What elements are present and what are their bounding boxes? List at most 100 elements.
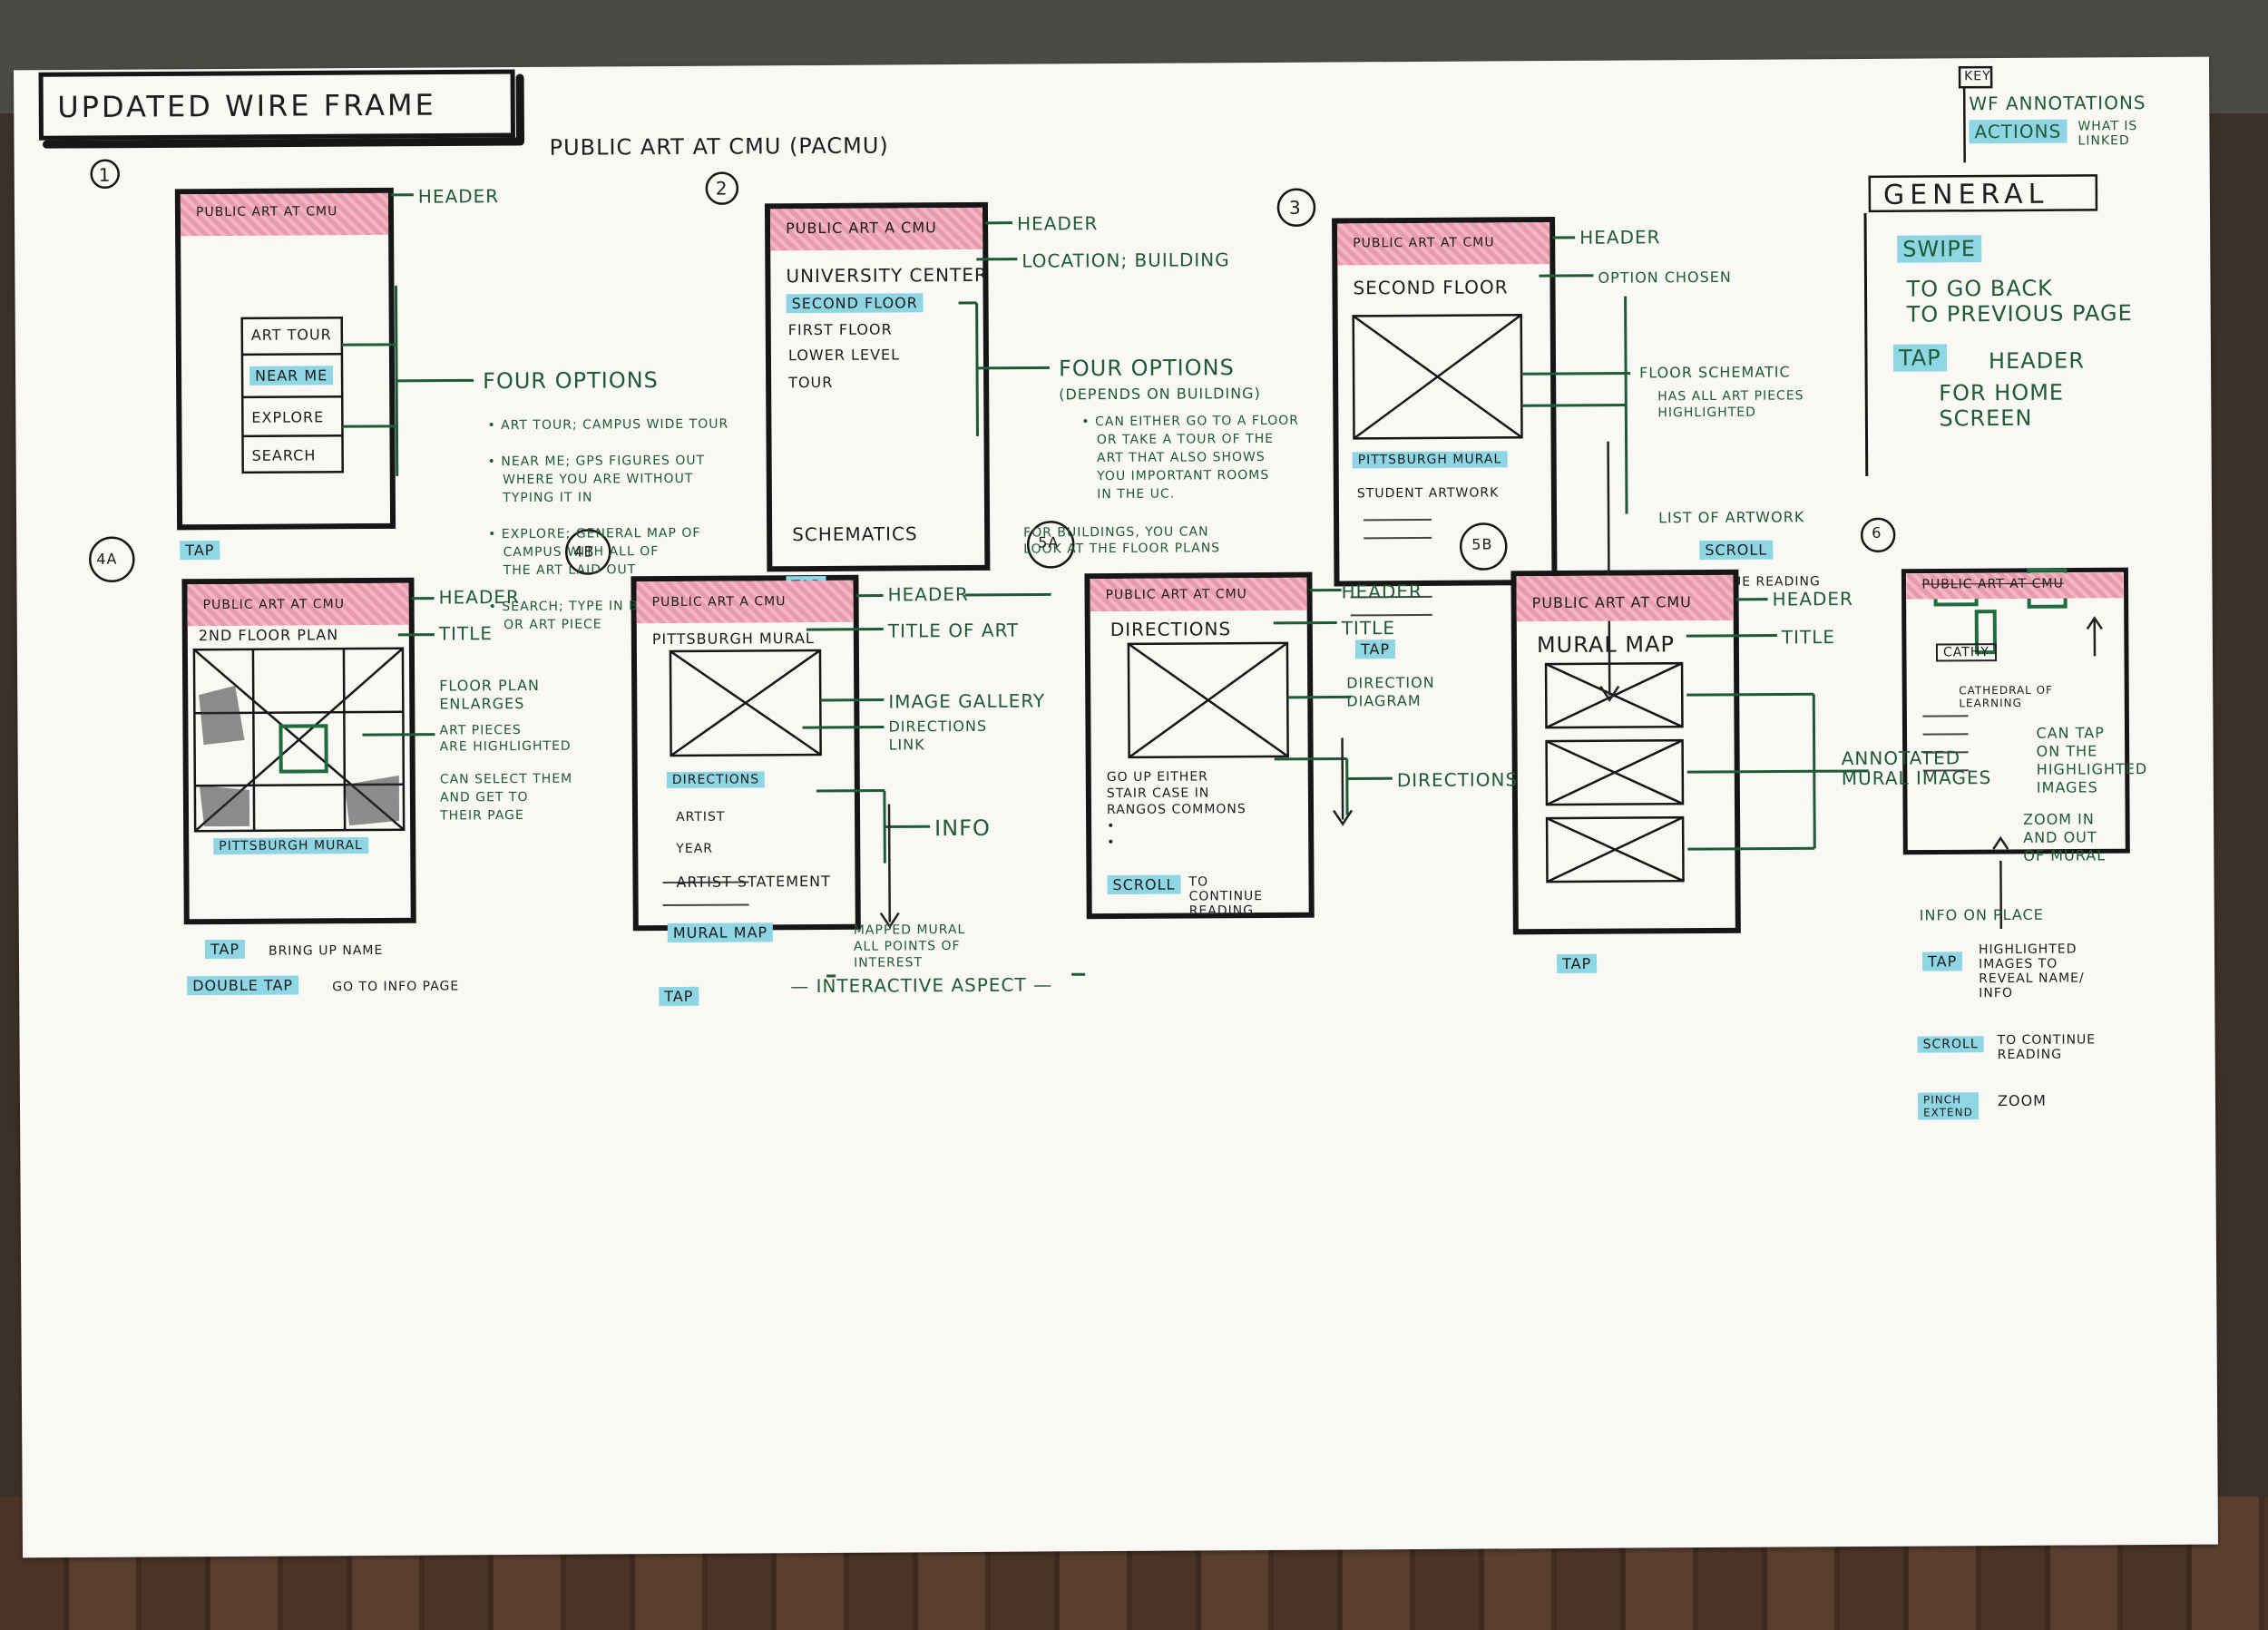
screen-3-schematic-note: FLOOR SCHEMATIC [1639, 363, 1791, 382]
screen-4b-directions-link[interactable]: DIRECTIONS [666, 771, 766, 789]
screen-3-mural-item[interactable]: PITTSBURGH MURAL [1352, 451, 1508, 469]
general-tap-desc2: FOR HOME SCREEN [1939, 379, 2065, 432]
screen-4a-title: 2ND FLOOR PLAN [198, 626, 339, 645]
screen-4b-interactive-note: — INTERACTIVE ASPECT — [790, 973, 1053, 998]
screen-6-pinch-desc: ZOOM [1997, 1091, 2048, 1110]
poster-subtitle: PUBLIC ART AT CMU (PACMU) [549, 132, 889, 161]
screen-3-student-item[interactable]: STUDENT ARTWORK [1356, 485, 1500, 502]
screen-1-option-near-me[interactable]: NEAR ME [249, 366, 334, 386]
key-annotations: WF ANNOTATIONS [1969, 92, 2146, 115]
screen-6-tap-desc: HIGHLIGHTED IMAGES TO REVEAL NAME/ INFO [1978, 942, 2085, 1001]
screen-4b-gallery-note: IMAGE GALLERY [888, 689, 1046, 713]
screen-1-header-note: HEADER [417, 185, 500, 208]
screen-4a-double-tap: DOUBLE TAP [187, 975, 299, 996]
screen-4a-header-note: HEADER [438, 586, 520, 609]
screen-6-info-note: INFO ON PLACE [1919, 905, 2044, 924]
poster-title: UPDATED WIRE FRAME [57, 87, 436, 125]
screen-5a-title: DIRECTIONS [1110, 618, 1232, 641]
screen-2-item-second-floor[interactable]: SECOND FLOOR [786, 293, 924, 314]
screen-3-action: TAP [1354, 639, 1396, 659]
screen-5a-scroll-desc: TO CONTINUE READING [1188, 874, 1264, 919]
screen-4b-info-note: INFO [934, 815, 991, 842]
general-swipe-desc: TO GO BACK TO PREVIOUS PAGE [1906, 275, 2133, 327]
screen-5b-title-note: TITLE [1781, 626, 1836, 649]
screen-5b-title: MURAL MAP [1536, 631, 1675, 659]
screen-5a-header-note: HEADER [1341, 580, 1422, 603]
general-tap-desc: HEADER [1988, 347, 2086, 375]
sketch-lines [38, 65, 2130, 978]
screen-3-scroll: SCROLL [1699, 540, 1774, 561]
screen-5a-steps: GO UP EITHER STAIR CASE IN RANGOS COMMON… [1106, 769, 1246, 851]
screen-4a-title-note: TITLE [438, 622, 494, 645]
screen-4b-map-note: MAPPED MURAL ALL POINTS OF INTEREST [853, 922, 966, 971]
screen-2-number: 2 [715, 177, 728, 200]
screen-6-header: PUBLIC ART AT CMU [1921, 576, 2064, 592]
screen-4a-mural-label[interactable]: PITTSBURGH MURAL [213, 837, 368, 855]
screen-6-cathedral-label: CATHEDRAL OF LEARNING [1959, 683, 2054, 710]
screen-4a-plan-note: FLOOR PLAN ENLARGES [439, 676, 541, 713]
screen-5a-directions-note: DIRECTIONS [1396, 768, 1519, 792]
screen-5b-header: PUBLIC ART AT CMU [1531, 593, 1692, 612]
screen-2-header: PUBLIC ART A CMU [786, 219, 937, 238]
screen-2-item-tour[interactable]: TOUR [788, 373, 834, 392]
screen-6-pinch: PINCH EXTEND [1917, 1092, 1979, 1120]
screen-1-option-art-tour[interactable]: ART TOUR [250, 326, 332, 344]
screen-4b-number: 4B [573, 542, 595, 561]
screen-2-options-detail: • CAN EITHER GO TO A FLOOR OR TAKE A TOU… [1081, 413, 1300, 503]
screen-3-number: 3 [1288, 196, 1302, 219]
screen-6-name-tag[interactable]: CATHY [1935, 643, 1997, 662]
screen-2-options-sub: (DEPENDS ON BUILDING) [1059, 385, 1261, 404]
screen-6-tap-note: CAN TAP ON THE HIGHLIGHTED IMAGES [2036, 724, 2148, 796]
screen-4a-art-note: ART PIECES ARE HIGHLIGHTED [439, 723, 572, 755]
screen-2-item-first-floor[interactable]: FIRST FLOOR [787, 320, 893, 339]
key-label: KEY [1964, 69, 1991, 84]
screen-2-schematics[interactable]: SCHEMATICS [792, 522, 918, 546]
screen-4a-tap-desc: BRING UP NAME [268, 942, 384, 959]
screen-6-scroll: SCROLL [1917, 1036, 1984, 1053]
screen-6-zoom-note: ZOOM IN AND OUT OF MURAL [2023, 810, 2107, 864]
key-linked: WHAT IS LINKED [2077, 119, 2138, 149]
screen-4b-directions-note: DIRECTIONS LINK [888, 717, 988, 754]
screen-4b-artist: ARTIST [676, 809, 726, 825]
screen-1-option-explore[interactable]: EXPLORE [251, 408, 325, 426]
screen-5a-diagram-note: DIRECTION DIAGRAM [1346, 673, 1435, 710]
screen-3-floor: SECOND FLOOR [1353, 276, 1509, 299]
screen-4b-year: YEAR [676, 841, 714, 856]
screen-6-number: 6 [1872, 523, 1882, 542]
general-tap: TAP [1892, 344, 1947, 372]
screen-3-list-note: LIST OF ARTWORK [1658, 508, 1805, 527]
general-title: GENERAL [1882, 178, 2049, 211]
screen-4b-statement: ARTIST STATEMENT [676, 872, 831, 891]
screen-4b-mural-map-link[interactable]: MURAL MAP [667, 922, 774, 943]
screen-2-location: UNIVERSITY CENTER [786, 263, 988, 288]
screen-3-option-note: OPTION CHOSEN [1598, 268, 1732, 287]
screen-3-header: PUBLIC ART AT CMU [1353, 235, 1495, 251]
screen-1-option-search[interactable]: SEARCH [251, 446, 317, 464]
screen-6-tap: TAP [1921, 952, 1963, 971]
screen-5a-title-note: TITLE [1341, 617, 1395, 639]
screen-5a-scroll: SCROLL [1107, 874, 1181, 895]
screen-2-options-note: FOUR OPTIONS [1058, 355, 1235, 382]
screen-4b-header: PUBLIC ART A CMU [651, 594, 787, 610]
screen-4b-title-note: TITLE OF ART [887, 619, 1020, 642]
screen-4a-number: 4A [96, 550, 118, 568]
screen-2-header-note: HEADER [1016, 212, 1099, 235]
screen-5a-header: PUBLIC ART AT CMU [1105, 587, 1247, 603]
screen-5b-action: TAP [1556, 953, 1598, 974]
screen-4b-action: TAP [659, 986, 699, 1007]
key-actions: ACTIONS [1969, 119, 2068, 144]
screen-5b-images-note: ANNOTATED MURAL IMAGES [1841, 747, 1992, 790]
screen-4a-double-tap-desc: GO TO INFO PAGE [332, 979, 460, 995]
screen-5a-number: 5A [1038, 533, 1060, 551]
screen-4b-title: PITTSBURGH MURAL [651, 630, 815, 649]
screen-4b-header-note: HEADER [887, 582, 969, 606]
screen-6-scroll-desc: TO CONTINUE READING [1997, 1032, 2097, 1063]
screen-5b-number: 5B [1471, 535, 1493, 553]
screen-1-number: 1 [98, 163, 112, 186]
screen-1-header: PUBLIC ART AT CMU [195, 204, 338, 220]
screen-2-location-note: LOCATION; BUILDING [1022, 249, 1230, 272]
screen-1-action: TAP [180, 541, 220, 561]
screen-2-item-lower-level[interactable]: LOWER LEVEL [787, 346, 901, 365]
screen-4a-header: PUBLIC ART AT CMU [202, 597, 346, 613]
screen-4a-select-note: CAN SELECT THEM AND GET TO THEIR PAGE [439, 771, 573, 824]
